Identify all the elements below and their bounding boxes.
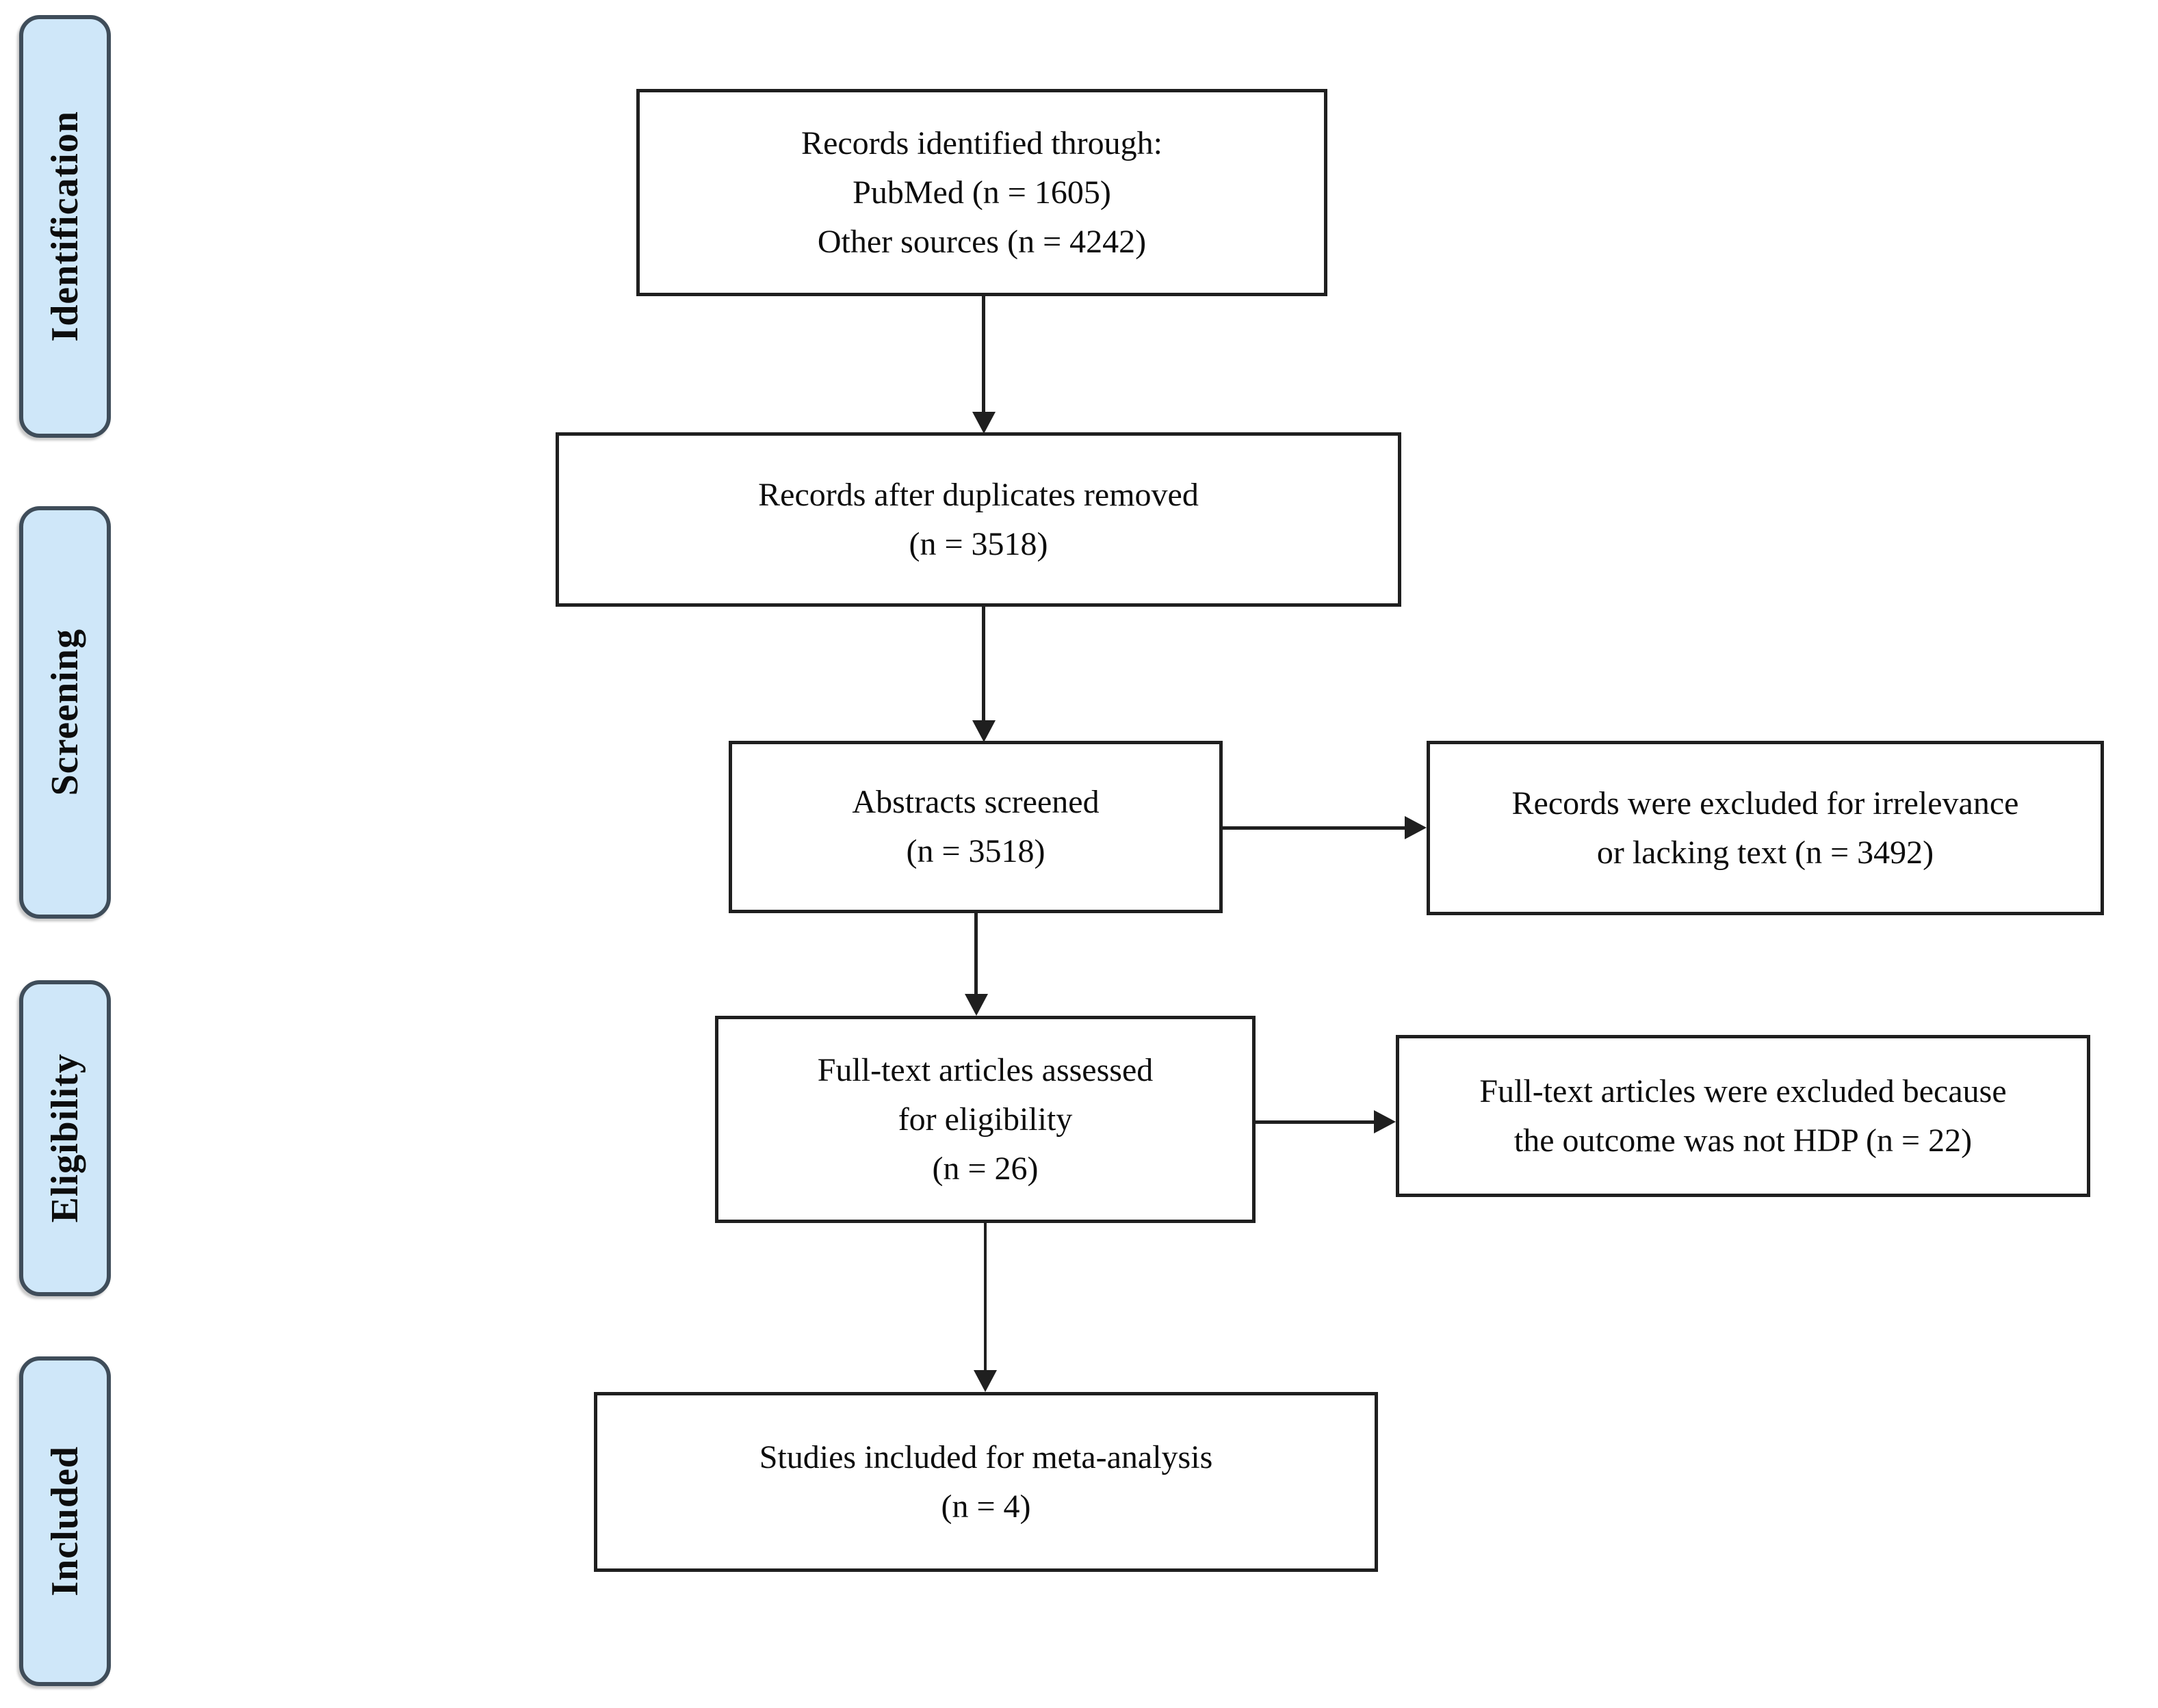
stage-label-text: Included bbox=[44, 1446, 86, 1597]
box-abstracts-screened: Abstracts screened (n = 3518) bbox=[729, 741, 1223, 913]
box-text-line: the outcome was not HDP (n = 22) bbox=[1513, 1122, 1973, 1159]
arrow-line-fulltext-to-excluded bbox=[1256, 1120, 1374, 1124]
box-text-line: Studies included for meta-analysis bbox=[759, 1438, 1213, 1475]
arrow-line-fulltext-to-included bbox=[984, 1223, 987, 1371]
box-text-line: for eligibility bbox=[898, 1101, 1073, 1138]
stage-label-included: Included bbox=[19, 1356, 111, 1686]
box-text-line: (n = 3518) bbox=[906, 833, 1045, 869]
box-text-line: (n = 3518) bbox=[909, 525, 1048, 562]
arrow-line-abstracts-to-fulltext bbox=[974, 913, 978, 995]
stage-label-eligibility: Eligibility bbox=[19, 980, 111, 1296]
box-text-line: (n = 26) bbox=[932, 1150, 1039, 1187]
box-text-line: (n = 4) bbox=[941, 1488, 1031, 1525]
arrowhead-down-icon bbox=[972, 412, 996, 434]
box-records-identified: Records identified through: PubMed (n = … bbox=[636, 89, 1327, 296]
box-studies-included: Studies included for meta-analysis (n = … bbox=[594, 1392, 1378, 1572]
arrow-line-identified-to-duplicates bbox=[982, 296, 985, 412]
box-text-line: Other sources (n = 4242) bbox=[817, 223, 1147, 260]
arrowhead-down-icon bbox=[972, 720, 996, 742]
box-records-excluded: Records were excluded for irrelevance or… bbox=[1427, 741, 2104, 915]
box-text-line: PubMed (n = 1605) bbox=[853, 174, 1111, 211]
arrowhead-right-icon bbox=[1405, 816, 1427, 839]
box-text-line: or lacking text (n = 3492) bbox=[1596, 834, 1934, 871]
stage-label-screening: Screening bbox=[19, 506, 111, 919]
box-duplicates-removed: Records after duplicates removed (n = 35… bbox=[556, 432, 1401, 607]
box-text-line: Abstracts screened bbox=[852, 784, 1100, 820]
box-fulltext-assessed: Full-text articles assessed for eligibil… bbox=[715, 1016, 1256, 1223]
box-text-line: Full-text articles were excluded because bbox=[1479, 1073, 2007, 1109]
box-text-line: Full-text articles assessed bbox=[817, 1051, 1154, 1088]
box-text-line: Records after duplicates removed bbox=[758, 476, 1199, 513]
arrowhead-down-icon bbox=[965, 994, 988, 1016]
box-text-line: Records identified through: bbox=[801, 124, 1162, 161]
arrow-line-abstracts-to-excluded bbox=[1223, 826, 1405, 830]
stage-label-text: Screening bbox=[44, 629, 86, 796]
arrow-line-duplicates-to-abstracts bbox=[982, 607, 985, 720]
stage-label-text: Identification bbox=[44, 111, 86, 342]
stage-label-identification: Identification bbox=[19, 15, 111, 438]
box-text-line: Records were excluded for irrelevance bbox=[1511, 785, 2019, 822]
arrowhead-down-icon bbox=[974, 1370, 997, 1392]
box-fulltext-excluded: Full-text articles were excluded because… bbox=[1396, 1035, 2090, 1197]
stage-label-text: Eligibility bbox=[44, 1053, 86, 1223]
arrowhead-right-icon bbox=[1374, 1110, 1396, 1133]
